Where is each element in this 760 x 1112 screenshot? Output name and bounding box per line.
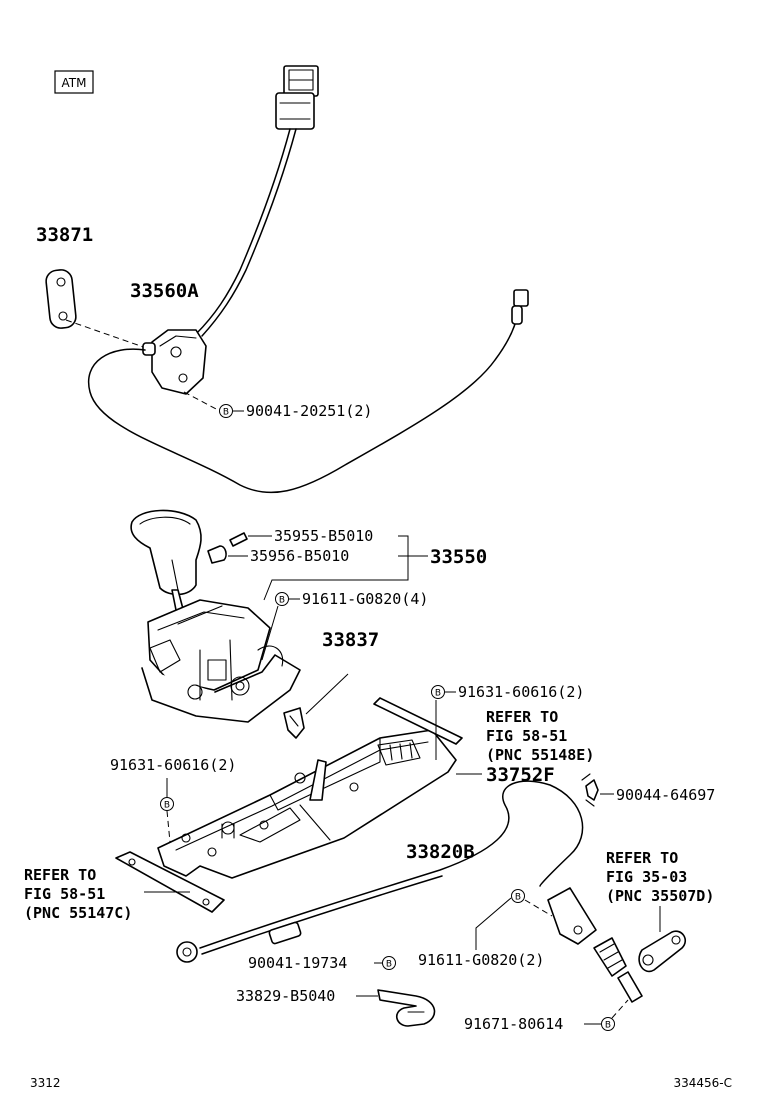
cable-bracket-end-icon <box>547 887 643 1003</box>
svg-text:B: B <box>386 960 392 970</box>
refer-to-line1: REFER TO <box>24 866 96 884</box>
part-label-33550: 33550 <box>430 546 487 568</box>
bolt-symbol-icon: B <box>511 889 525 903</box>
connector-plug-icon <box>275 65 319 130</box>
bolt-symbol-icon: B <box>431 685 445 699</box>
refer-to-line3: (PNC 35507D) <box>606 887 714 905</box>
part-label-90041-19734: 90041-19734 <box>248 954 347 972</box>
atm-badge: ATM <box>54 70 94 94</box>
refer-to-line3: (PNC 55147C) <box>24 904 132 922</box>
refer-to-line1: REFER TO <box>486 708 558 726</box>
shift-cable-33820b-icon <box>199 780 584 949</box>
lock-clip-33829-icon <box>377 989 436 1027</box>
svg-text:B: B <box>605 1021 611 1031</box>
part-label-33829-b5040: 33829-B5040 <box>236 987 335 1005</box>
shift-lever-base-icon <box>141 599 301 723</box>
refer-to-line1: REFER TO <box>606 849 678 867</box>
refer-to-line2: FIG 58-51 <box>24 885 105 903</box>
gasket-plate-left-icon <box>115 851 225 913</box>
part-label-91611-g0820-4: 91611-G0820(4) <box>302 590 428 608</box>
part-label-35956-b5010: 35956-B5010 <box>250 547 349 565</box>
part-label-91631-60616-top: 91631-60616(2) <box>458 683 584 701</box>
bolt-symbol-icon: B <box>275 592 289 606</box>
clip-33837-icon <box>283 707 305 739</box>
part-label-35955-b5010: 35955-B5010 <box>274 527 373 545</box>
bulb-35956-icon <box>207 545 227 564</box>
svg-text:B: B <box>279 596 285 606</box>
sensor-cable-loop-icon <box>87 311 519 494</box>
refer-to-line2: FIG 35-03 <box>606 868 687 886</box>
part-label-33820b: 33820B <box>406 841 475 863</box>
part-label-90044-64697: 90044-64697 <box>616 786 715 804</box>
shift-link-35507d-icon <box>638 930 687 973</box>
part-label-91671-80614: 91671-80614 <box>464 1015 563 1033</box>
clip-90044-icon <box>581 773 599 807</box>
bolt-symbol-icon: B <box>219 404 233 418</box>
svg-text:B: B <box>223 408 229 418</box>
bolt-symbol-icon: B <box>160 797 174 811</box>
shift-base-plate-33752f-icon <box>157 729 457 879</box>
bolt-symbol-icon: B <box>601 1017 615 1031</box>
part-label-91611-g0820-2: 91611-G0820(2) <box>418 951 544 969</box>
refer-to-line3: (PNC 55148E) <box>486 746 594 764</box>
part-label-90041-20251: 90041-20251(2) <box>246 402 372 420</box>
shift-sensor-33560a-icon <box>142 329 207 395</box>
part-label-33560a: 33560A <box>130 280 199 302</box>
wire-harness-icon <box>195 128 297 337</box>
bulb-35955-icon <box>229 532 248 547</box>
bolt-symbol-icon: B <box>382 956 396 970</box>
refer-to-line2: FIG 58-51 <box>486 727 567 745</box>
part-label-91631-60616-left: 91631-60616(2) <box>110 756 236 774</box>
part-label-33752f: 33752F <box>486 764 555 786</box>
bracket-33871-icon <box>45 269 77 329</box>
svg-text:B: B <box>435 689 441 699</box>
svg-text:B: B <box>515 893 521 903</box>
cable-end-connector-icon <box>511 289 529 325</box>
footer-left-code: 3312 <box>30 1076 61 1090</box>
shift-knob-icon <box>130 509 202 596</box>
gasket-plate-right-icon <box>373 697 463 745</box>
part-label-33871: 33871 <box>36 224 93 246</box>
part-label-33837: 33837 <box>322 629 379 651</box>
cable-end-eye-icon <box>176 921 302 963</box>
footer-right-code: 334456-C <box>673 1076 732 1090</box>
svg-text:B: B <box>164 801 170 811</box>
atm-badge-label: ATM <box>62 76 87 90</box>
